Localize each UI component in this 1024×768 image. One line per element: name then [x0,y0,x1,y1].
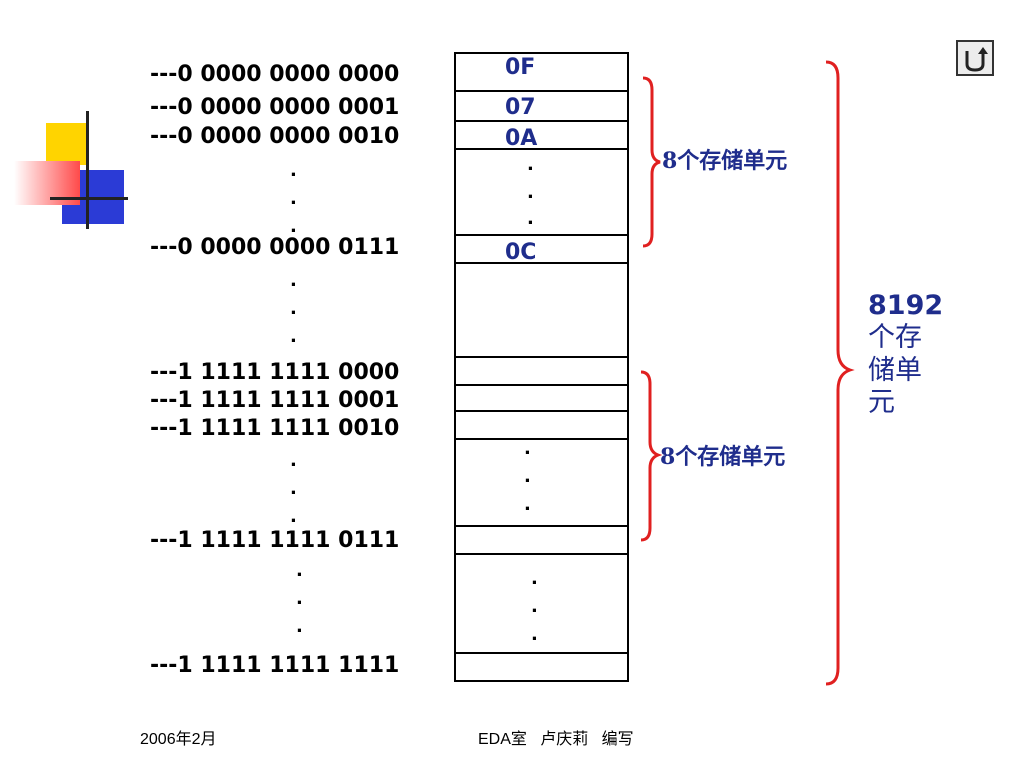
total-cells-label: 8192 个存储单元 [868,290,948,420]
brace-label-top: 8个存储单元 [662,148,788,174]
address-label: ---0 0000 0000 0000 [150,62,400,87]
memory-cell-value: 0F [505,55,536,80]
address-label: ---1 1111 1111 1111 [150,653,400,678]
address-label: ---0 0000 0000 0010 [150,124,400,149]
address-label: ---0 0000 0000 0111 [150,235,400,260]
memory-cell-value: 0A [505,126,538,151]
color-squares-deco-icon [10,105,130,230]
address-label: ---1 1111 1111 0001 [150,388,400,413]
address-label: ---1 1111 1111 0000 [150,360,400,385]
total-cells-text: 个存储单元 [868,322,922,419]
address-label: ---1 1111 1111 0111 [150,528,400,553]
memory-cell-value: 0C [505,240,537,265]
total-cells-number: 8192 [868,290,944,321]
return-arrow-icon [965,47,988,72]
footer-author: EDA室 卢庆莉 编写 [478,731,634,748]
footer-date: 2006年2月 [140,731,217,748]
return-button[interactable] [956,40,994,76]
brace-label-bottom: 8个存储单元 [660,444,786,470]
address-label: ---0 0000 0000 0001 [150,95,400,120]
address-label: ---1 1111 1111 0010 [150,416,400,441]
memory-cell-value: 07 [505,95,536,120]
